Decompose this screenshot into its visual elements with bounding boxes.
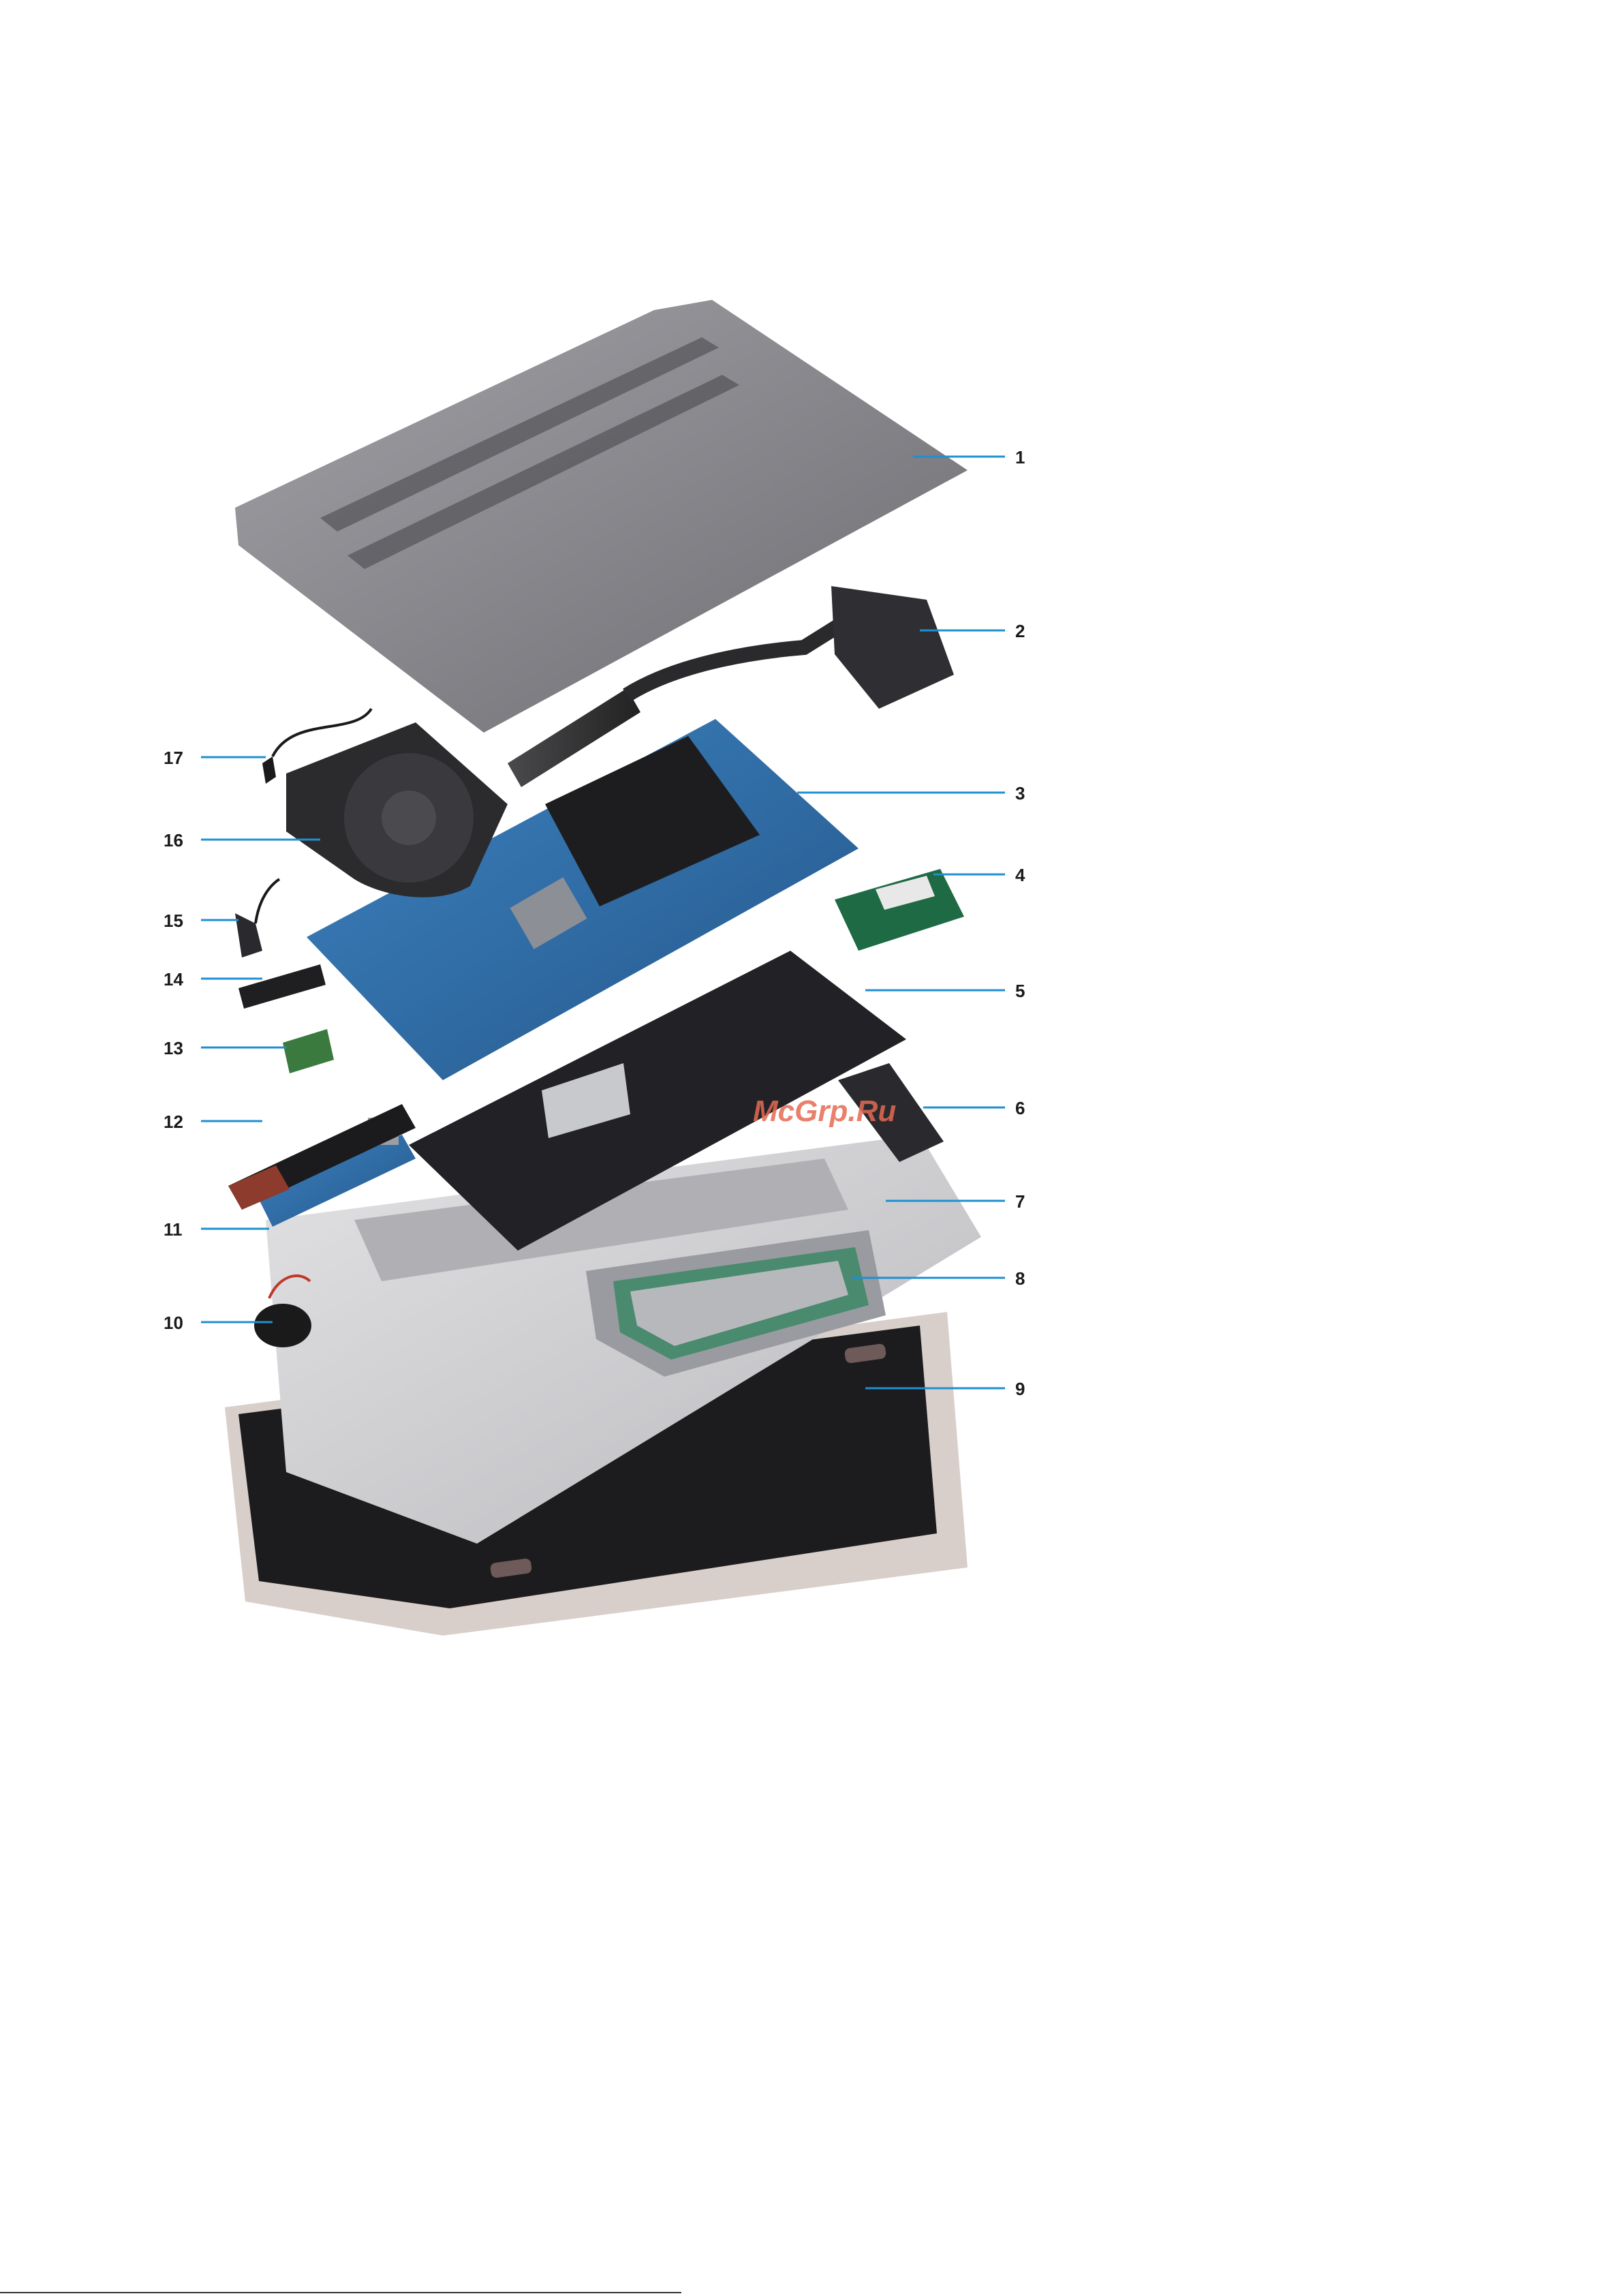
fan bbox=[286, 722, 508, 898]
callout-11: 11 bbox=[164, 1219, 183, 1240]
callout-3: 3 bbox=[1015, 783, 1025, 803]
callout-4: 4 bbox=[1015, 865, 1025, 885]
callout-17: 17 bbox=[164, 748, 183, 768]
watermark-text: McGrp.Ru bbox=[753, 1095, 896, 1128]
power-button-board bbox=[235, 879, 279, 958]
callout-1: 1 bbox=[1015, 447, 1025, 468]
callout-5: 5 bbox=[1015, 981, 1025, 1001]
wlan-card bbox=[283, 1029, 334, 1073]
memory-module bbox=[835, 869, 964, 951]
callout-16: 16 bbox=[164, 830, 183, 851]
callout-13: 13 bbox=[164, 1038, 183, 1058]
callout-14: 14 bbox=[164, 969, 183, 990]
callout-8: 8 bbox=[1015, 1268, 1025, 1289]
callout-9: 9 bbox=[1015, 1379, 1025, 1399]
callout-7: 7 bbox=[1015, 1191, 1025, 1212]
callout-15: 15 bbox=[164, 910, 183, 931]
callout-6: 6 bbox=[1015, 1098, 1025, 1118]
callout-12: 12 bbox=[164, 1112, 183, 1132]
ssd-bracket bbox=[238, 964, 326, 1009]
callout-10: 10 bbox=[164, 1313, 183, 1333]
callout-2: 2 bbox=[1015, 621, 1025, 641]
